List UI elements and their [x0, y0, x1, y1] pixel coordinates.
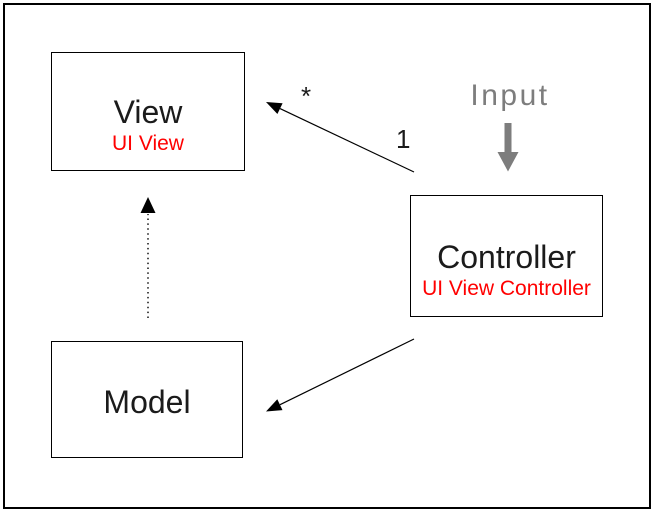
view-subtitle: UI View	[112, 132, 184, 156]
model-title: Model	[103, 383, 191, 420]
controller-subtitle: UI View Controller	[422, 277, 591, 301]
diagram-frame	[3, 3, 651, 509]
input-label: Input	[470, 79, 550, 112]
view-title: View	[113, 93, 183, 130]
multiplicity-one-label: 1	[396, 124, 411, 154]
controller-title: Controller	[437, 238, 576, 275]
controller-node: Controller UI View Controller	[410, 195, 603, 317]
view-node: View UI View	[51, 52, 245, 171]
multiplicity-many-label: *	[301, 81, 312, 111]
model-node: Model	[51, 341, 243, 458]
